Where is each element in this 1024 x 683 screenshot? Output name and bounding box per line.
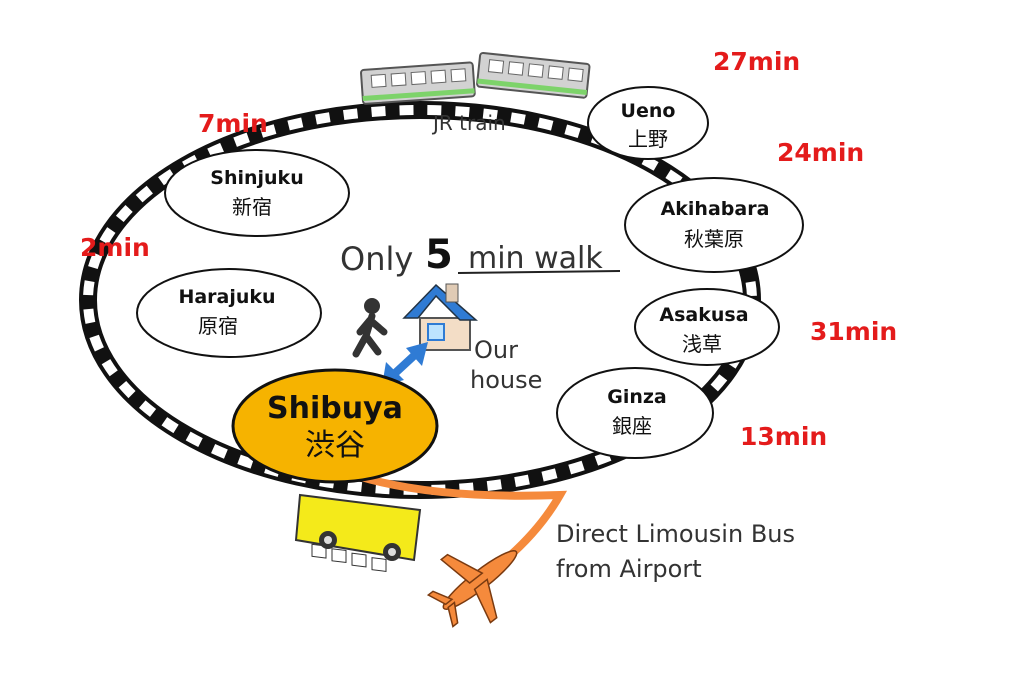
station-ginza-ja: 銀座 (612, 414, 652, 438)
time-ginza: 13min (740, 422, 827, 451)
station-akihabara: Akihabara 秋葉原 (624, 177, 804, 273)
person-walking-icon (352, 298, 388, 358)
house-icon (402, 283, 478, 351)
station-ueno-ja: 上野 (628, 127, 668, 151)
train-label: JR train (431, 111, 506, 135)
station-harajuku-en: Harajuku (178, 286, 275, 308)
bus-label-line1: Direct Limousin Bus (556, 520, 795, 548)
station-asakusa: Asakusa 浅草 (634, 288, 780, 366)
station-ueno-en: Ueno (621, 100, 676, 122)
station-ginza: Ginza 銀座 (556, 367, 714, 459)
station-akihabara-en: Akihabara (661, 198, 770, 220)
walk-underline (457, 270, 621, 274)
walk-prefix: Only (340, 240, 413, 278)
walk-number: 5 (425, 232, 453, 278)
station-shibuya-ja: 渋谷 (305, 428, 365, 463)
station-asakusa-ja: 浅草 (682, 332, 722, 356)
station-shinjuku-en: Shinjuku (210, 167, 303, 189)
bus-label-line2: from Airport (556, 555, 702, 583)
station-shibuya: Shibuya 渋谷 (231, 368, 439, 484)
walk-suffix: min walk (468, 241, 603, 276)
time-harajuku: 2min (80, 233, 150, 262)
station-akihabara-ja: 秋葉原 (684, 227, 744, 251)
airplane-icon (426, 550, 518, 628)
double-arrow-icon (382, 342, 428, 386)
time-shinjuku: 7min (198, 109, 268, 138)
station-shibuya-en: Shibuya (267, 391, 403, 426)
time-akihabara: 24min (777, 138, 864, 167)
time-ueno: 27min (713, 47, 800, 76)
time-asakusa: 31min (810, 317, 897, 346)
station-shinjuku-ja: 新宿 (232, 195, 272, 219)
station-shinjuku: Shinjuku 新宿 (164, 149, 350, 237)
station-asakusa-en: Asakusa (659, 304, 748, 326)
train-icon (360, 51, 591, 105)
station-harajuku-ja: 原宿 (198, 314, 238, 338)
station-ueno: Ueno 上野 (587, 86, 709, 160)
airport-route-line (336, 466, 568, 564)
house-label-line2: house (470, 366, 542, 394)
station-harajuku: Harajuku 原宿 (136, 268, 322, 358)
house-label-line1: Our (474, 336, 518, 364)
station-ginza-en: Ginza (607, 386, 667, 408)
bus-icon (294, 493, 422, 572)
